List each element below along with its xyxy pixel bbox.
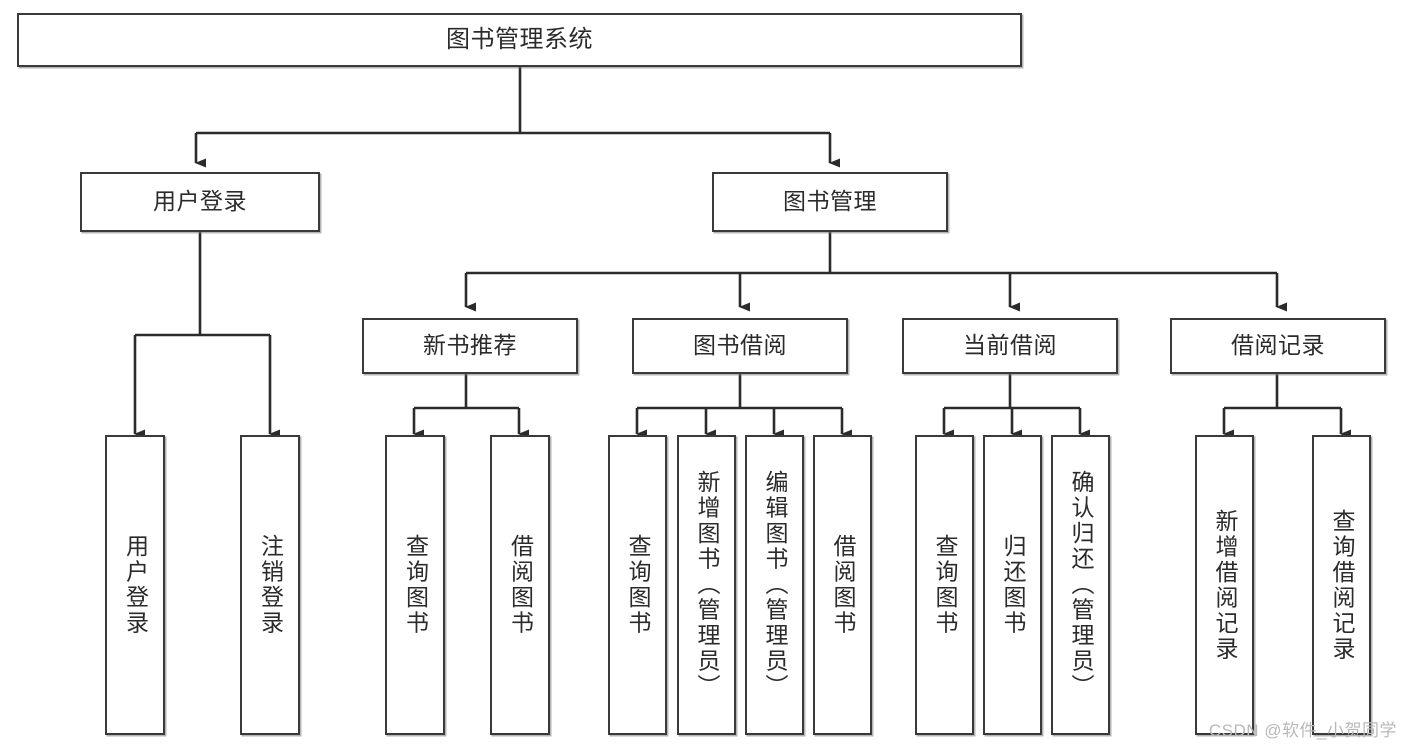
node-leaf-return-book[interactable]: 归还图书 [983,435,1042,735]
node-user-login[interactable]: 用户登录 [80,172,320,232]
node-borrow-record[interactable]: 借阅记录 [1170,318,1386,374]
csdn-watermark: CSDN @软件_小贺同学 [1208,721,1397,740]
node-book-borrow[interactable]: 图书借阅 [632,318,848,374]
node-leaf-borrow-book-1[interactable]: 借阅图书 [490,435,550,735]
node-leaf-query-borrow-record[interactable]: 查询借阅记录 [1312,435,1371,735]
node-leaf-edit-book-admin-label: 编辑图书（管理员） [762,470,788,700]
node-leaf-add-borrow-record-label: 新增借阅记录 [1212,508,1238,662]
node-leaf-confirm-return-admin[interactable]: 确认归还（管理员） [1051,435,1110,735]
node-leaf-logout-login[interactable]: 注销登录 [240,435,300,735]
node-leaf-borrow-book-1-label: 借阅图书 [507,534,534,636]
node-leaf-query-book-3-label: 查询图书 [932,534,958,636]
node-leaf-user-login-label: 用户登录 [122,534,149,636]
node-leaf-add-book-admin-label: 新增图书（管理员） [694,470,720,700]
node-current-borrow-label: 当前借阅 [963,332,1057,359]
node-leaf-borrow-book-2-label: 借阅图书 [830,534,856,636]
node-leaf-query-borrow-record-label: 查询借阅记录 [1329,508,1355,662]
node-user-login-label: 用户登录 [153,188,247,215]
node-leaf-add-book-admin[interactable]: 新增图书（管理员） [677,435,736,735]
node-leaf-logout-login-label: 注销登录 [257,534,284,636]
node-root[interactable]: 图书管理系统 [17,13,1022,67]
node-leaf-query-book-3[interactable]: 查询图书 [915,435,974,735]
node-book-manage[interactable]: 图书管理 [712,172,948,232]
node-leaf-add-borrow-record[interactable]: 新增借阅记录 [1195,435,1254,735]
node-leaf-query-book-2[interactable]: 查询图书 [608,435,667,735]
node-leaf-query-book-1[interactable]: 查询图书 [385,435,445,735]
node-leaf-query-book-1-label: 查询图书 [402,534,429,636]
node-leaf-borrow-book-2[interactable]: 借阅图书 [813,435,872,735]
node-root-label: 图书管理系统 [446,25,593,53]
node-borrow-record-label: 借阅记录 [1231,332,1325,359]
node-book-borrow-label: 图书借阅 [693,332,787,359]
node-new-book-recommend[interactable]: 新书推荐 [362,318,578,374]
node-book-manage-label: 图书管理 [783,188,877,215]
node-leaf-return-book-label: 归还图书 [1000,534,1026,636]
node-leaf-confirm-return-admin-label: 确认归还（管理员） [1068,470,1094,700]
node-leaf-query-book-2-label: 查询图书 [625,534,651,636]
node-leaf-edit-book-admin[interactable]: 编辑图书（管理员） [745,435,804,735]
node-new-book-recommend-label: 新书推荐 [423,332,517,359]
node-leaf-user-login[interactable]: 用户登录 [105,435,165,735]
node-current-borrow[interactable]: 当前借阅 [902,318,1118,374]
